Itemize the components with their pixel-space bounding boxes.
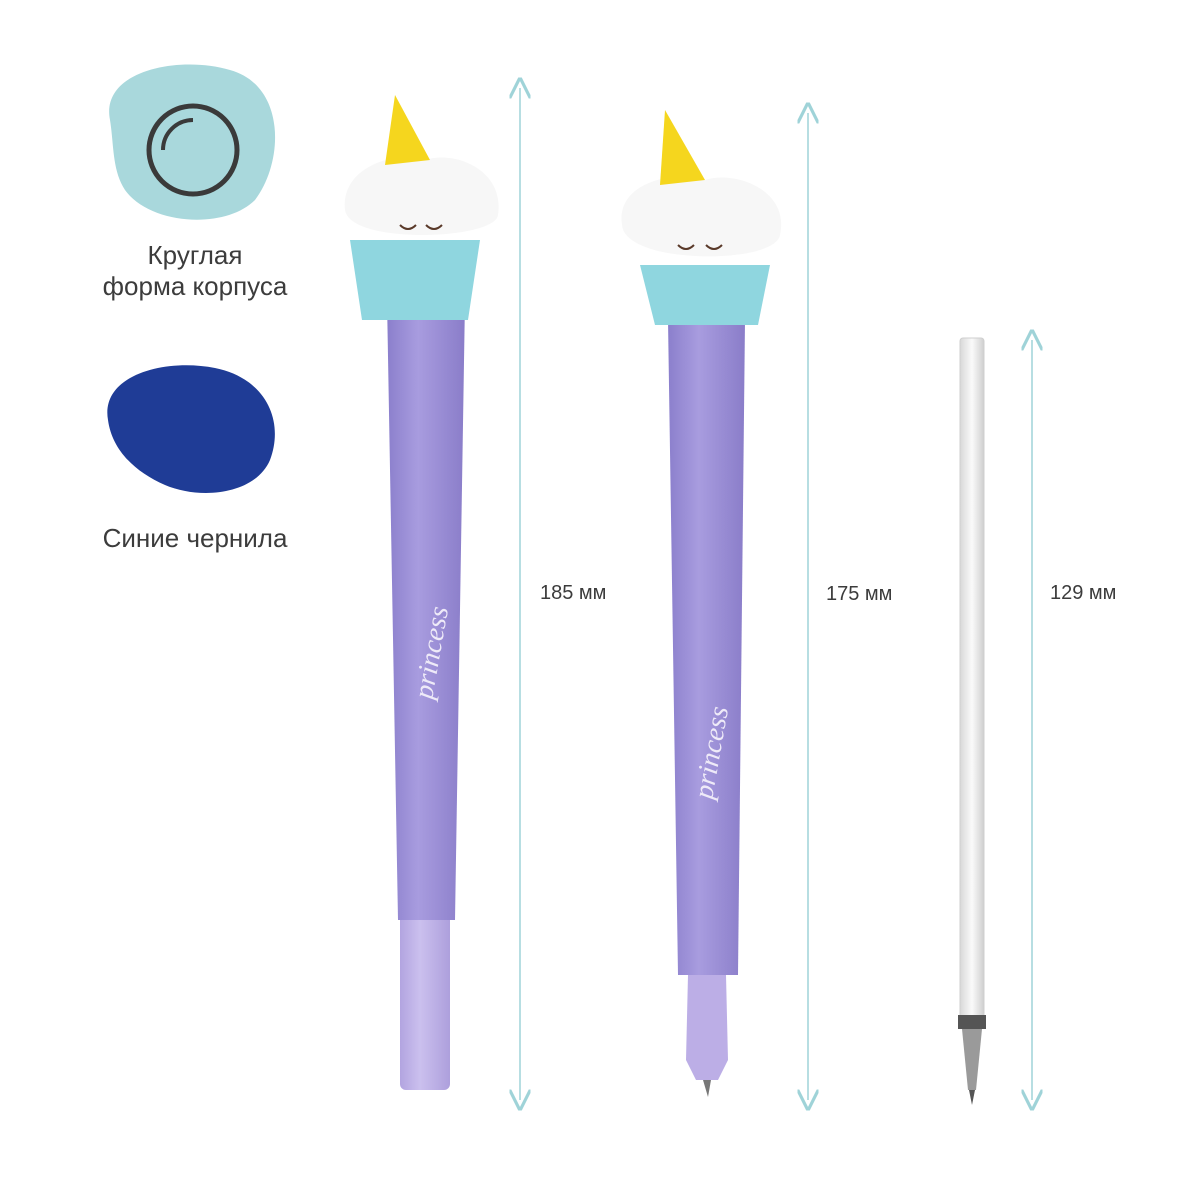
refill xyxy=(958,337,986,1105)
length-label-pen1: 185 мм xyxy=(540,582,607,604)
pen-without-cap xyxy=(621,110,782,1097)
length-label-pen2: 175 мм xyxy=(826,583,893,605)
length-label-refill: 129 мм xyxy=(1050,582,1117,604)
ink-blob-icon xyxy=(107,365,275,493)
pen-with-cap xyxy=(344,95,499,1090)
ink-label: Синие чернила xyxy=(102,523,288,553)
round-body-label: Круглая форма корпуса xyxy=(60,240,330,302)
round-body-label-line1: Круглая xyxy=(147,240,243,270)
round-body-label-line2: форма корпуса xyxy=(102,271,288,301)
round-body-icon xyxy=(109,64,276,220)
